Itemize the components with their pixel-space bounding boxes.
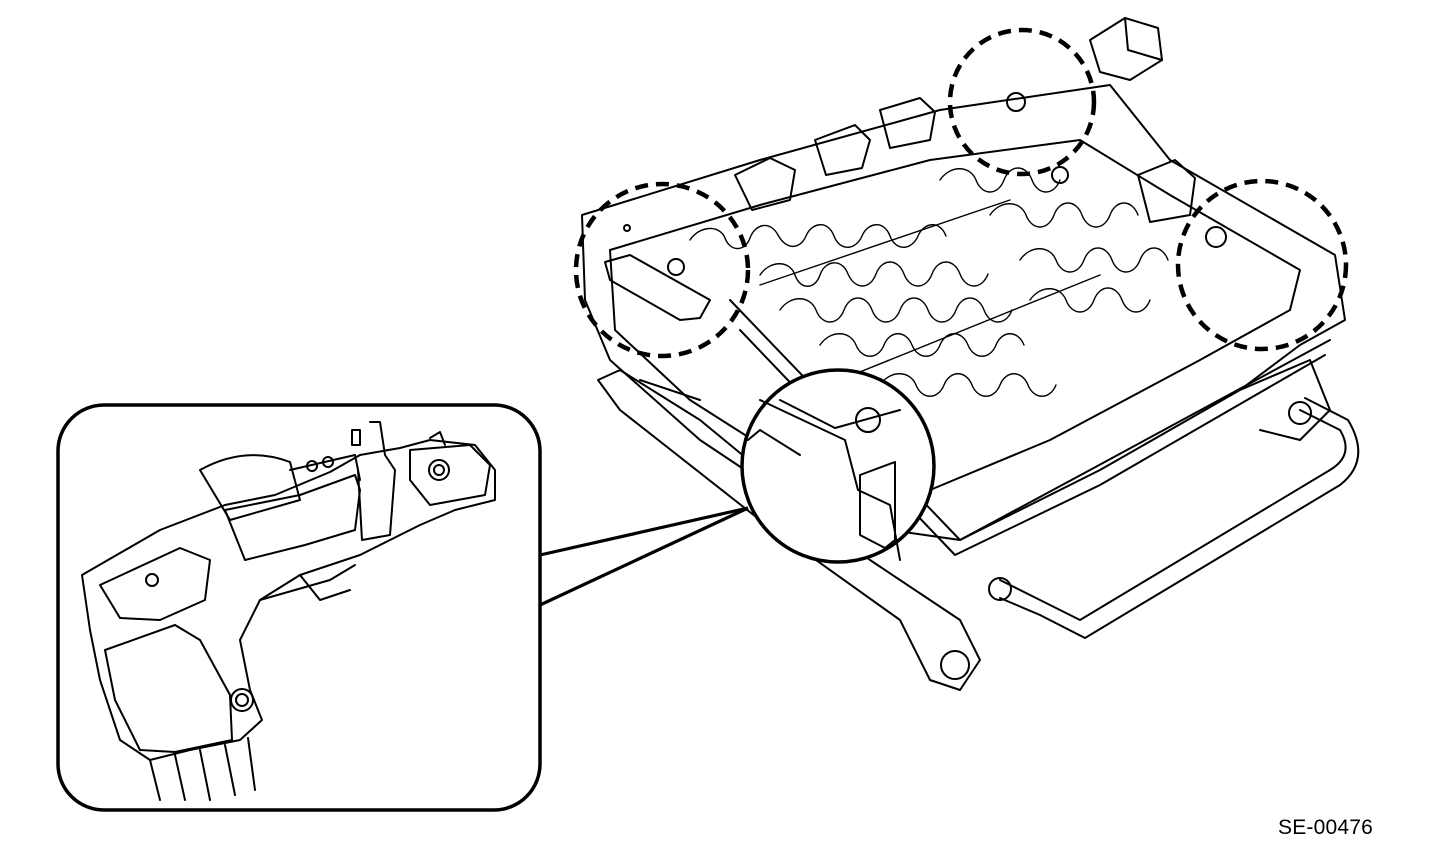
dashed-circle-right (1175, 178, 1349, 352)
magnified-area-circle (740, 368, 936, 564)
dashed-circle-left (573, 181, 751, 359)
dashed-circle-rear-right (947, 27, 1097, 177)
seat-adjuster-bracket-detail (81, 421, 496, 801)
callout-leader (539, 506, 749, 607)
seat-frame-assembly (581, 17, 1360, 691)
inspection-points (573, 27, 1349, 359)
figure-id-label: SE-00476 (1278, 816, 1374, 839)
sinuous-springs (689, 167, 1169, 397)
detail-inset (56, 403, 542, 812)
